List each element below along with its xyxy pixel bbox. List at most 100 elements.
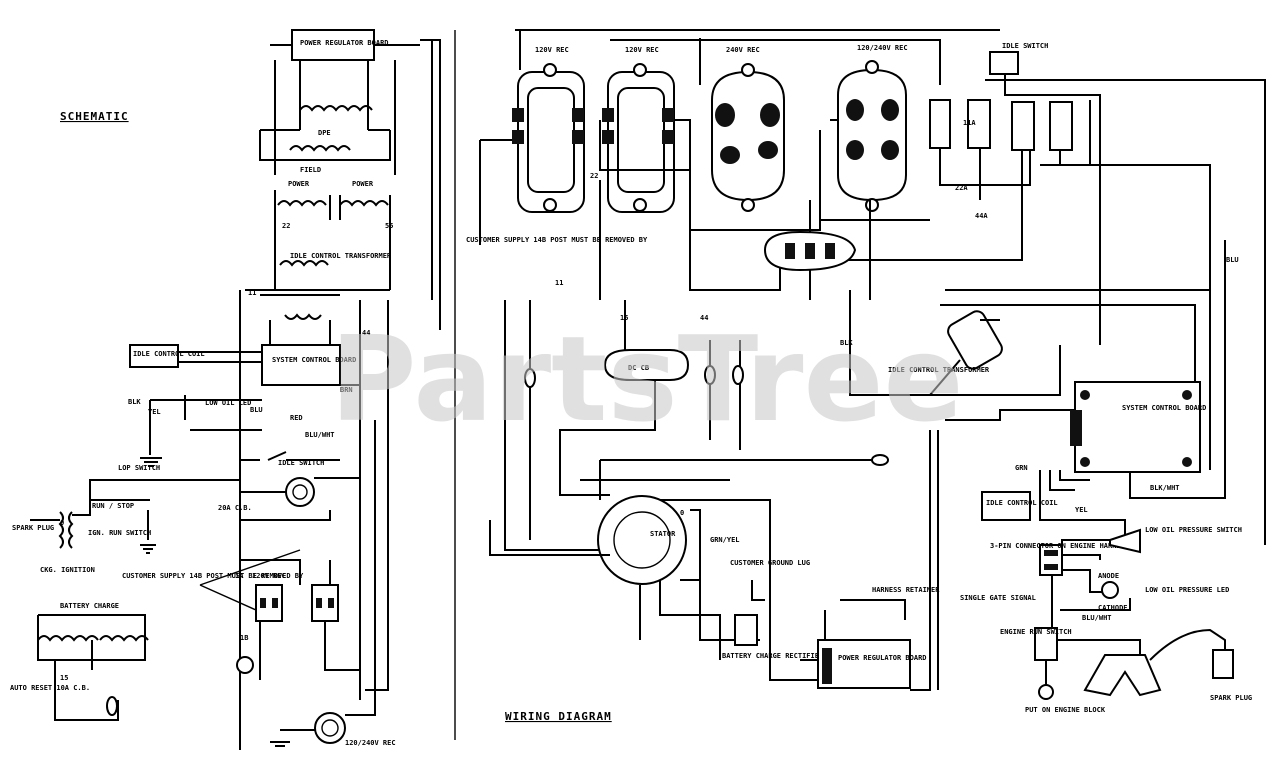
ign-run-switch-label: IGN. RUN SWITCH: [88, 529, 151, 537]
schematic-wire-label-13: RED: [290, 414, 303, 422]
wiring-wire-label-14: BLK/WHT: [1150, 484, 1180, 492]
idle-control-coil-label: IDLE CONTROL COIL: [133, 350, 205, 358]
battery-charge-label: BATTERY CHARGE: [60, 602, 119, 610]
cathode-label: CATHODE: [1098, 604, 1128, 612]
receptacle-2-label: 120V REC: [625, 46, 659, 54]
schematic-receptacle-a: [255, 584, 283, 622]
idle-control-coil-schematic: [129, 344, 179, 368]
low-oil-pressure-led-label: LOW OIL PRESSURE LED: [1145, 586, 1229, 594]
wiring-wire-label-7: 15: [620, 314, 628, 322]
receptacle-1: 120V REC: [512, 46, 585, 213]
schematic-wire-label-10: BRN: [340, 386, 353, 394]
wiring-wire-label-1: 22: [590, 172, 598, 180]
power-winding-2-label: POWER: [352, 180, 374, 188]
idle-control-coil-wiring-label: IDLE CONTROL COIL: [986, 499, 1058, 507]
low-oil-pressure-switch: [1109, 528, 1141, 554]
low-oil-led-label: LOW OIL LED: [205, 399, 251, 407]
schematic-wire-label-2: 44: [362, 329, 370, 337]
system-control-board-wiring: SYSTEM CONTROL BOARD: [1039, 240, 1226, 540]
stator: STATOR: [489, 300, 889, 681]
breaker-circle: [236, 656, 254, 674]
schematic-receptacle-120-label: 120V REC: [252, 572, 286, 580]
breaker-20a-label: 20A C.B.: [218, 504, 252, 512]
wiring-wire-label-2: 44: [700, 314, 708, 322]
wiring-wire-label-5: 44A: [975, 212, 988, 220]
wiring-title: WIRING DIAGRAM: [505, 710, 612, 723]
receptacle-4: 120/240V REC: [837, 44, 908, 212]
low-oil-pressure-switch-label: LOW OIL PRESSURE SWITCH: [1145, 526, 1242, 534]
wiring-wire-label-13: BLU/WHT: [1082, 614, 1112, 622]
harness-retainer-label: HARNESS RETAINER: [872, 586, 940, 594]
wiring-diagram: WIRING DIAGRAM 120V REC 120V REC 240V RE…: [466, 29, 1266, 723]
single-gate-signal-label: SINGLE GATE SIGNAL: [960, 594, 1036, 602]
power-regulator-board-label: POWER REGULATOR BOARD: [300, 39, 389, 47]
auto-reset-label: AUTO RESET 10A C.B.: [10, 684, 90, 692]
battery-charge-rectifier-label: BATTERY CHARGE RECTIFIER: [722, 652, 824, 660]
ignition-label: CKG. IGNITION: [40, 566, 95, 574]
run-stop-label: RUN / STOP: [92, 502, 134, 510]
receptacle-3: 240V REC: [711, 46, 785, 212]
schematic-customer-note: CUSTOMER SUPPLY 14B POST MUST BE REMOVED…: [122, 572, 304, 580]
wiring-wire-label-3: 11A: [963, 119, 976, 127]
schematic: SCHEMATIC POWER REGULATOR BOARD DPE FIEL…: [10, 29, 441, 750]
idle-switch-body: [989, 51, 1019, 75]
system-control-board-schematic: [261, 344, 341, 386]
schematic-wire-label-0: 11: [248, 289, 256, 297]
idle-control-coil-wiring: [981, 491, 1031, 521]
wiring-wire-label-8: BLK: [840, 339, 853, 347]
idle-control-transformer: IDLE CONTROL TRANSFORMER: [849, 289, 1210, 470]
field-label: FIELD: [300, 166, 321, 174]
receptacle-2: 120V REC: [602, 46, 675, 213]
diode-symbol: [106, 696, 118, 716]
battery-charge-rectifier: [734, 614, 758, 646]
spark-plug-label: SPARK PLUG: [12, 524, 54, 532]
wiring-wire-label-12: GRN/YEL: [710, 536, 740, 544]
schematic-wire-label-5: 15: [60, 674, 68, 682]
power-regulator-board-wiring: POWER REGULATOR BOARD: [800, 409, 1080, 691]
wiring-wire-label-4: 22A: [955, 184, 968, 192]
terminal-block: [763, 230, 857, 272]
power-winding-1-label: POWER: [288, 180, 310, 188]
schematic-title: SCHEMATIC: [60, 110, 129, 123]
stator-label: STATOR: [650, 530, 676, 538]
schematic-wire-label-8: BLK: [128, 398, 141, 406]
wiring-wire-label-9: BLU: [1226, 256, 1239, 264]
ignition-coil: [1083, 654, 1162, 697]
watermark: PartsTree: [330, 310, 964, 448]
spark-plug-wiring-label: SPARK PLUG: [1210, 694, 1252, 702]
idle-control-transformer-wiring-label: IDLE CONTROL TRANSFORMER: [888, 366, 990, 374]
wiring-customer-note: CUSTOMER SUPPLY 14B POST MUST BE REMOVED…: [466, 236, 648, 244]
engine-run-switch-label: ENGINE RUN SWITCH: [1000, 628, 1072, 636]
spark-plug-boot: [1212, 649, 1234, 679]
schematic-wire-label-6: 1A: [235, 572, 244, 580]
power-regulator-board-wiring-label: POWER REGULATOR BOARD: [838, 654, 927, 662]
schematic-wire-label-3: 55: [385, 222, 393, 230]
dpe-label: DPE: [318, 129, 331, 137]
receptacle-1-label: 120V REC: [535, 46, 569, 54]
customer-ground-lug-label: CUSTOMER GROUND LUG: [730, 559, 810, 567]
schematic-wire-label-9: YEL: [148, 408, 161, 416]
engine-block-label: PUT ON ENGINE BLOCK: [1025, 706, 1106, 714]
schematic-receptacle-b: [311, 584, 339, 622]
receptacle-3-label: 240V REC: [726, 46, 760, 54]
three-pin-connector-label: 3-PIN CONNECTOR ON ENGINE HARNESS: [990, 542, 1129, 550]
wiring-wire-label-6: 0: [680, 509, 684, 517]
schematic-wire-label-7: 1B: [240, 634, 248, 642]
wiring-wire-label-10: YEL: [1075, 506, 1088, 514]
receptacle-4-label: 120/240V REC: [857, 44, 908, 52]
idle-switch-label: IDLE SWITCH: [1002, 42, 1048, 50]
wiring-wire-label-11: GRN: [1015, 464, 1028, 472]
lop-switch-label: LOP SWITCH: [118, 464, 160, 472]
schematic-receptacle-120-240-label: 120/240V REC: [345, 739, 396, 747]
schematic-wire-label-4: 0: [60, 519, 64, 527]
dc-circuit-breaker: DC CB: [524, 300, 744, 540]
wiring-wire-label-0: 11: [555, 279, 563, 287]
low-oil-pressure-led: [1101, 581, 1119, 599]
idle-control-transformer-label: IDLE CONTROL TRANSFORMER: [290, 252, 392, 260]
dc-cb-label: DC CB: [628, 364, 649, 372]
breaker-group-top-right: IDLE SWITCH: [929, 42, 1101, 345]
anode-label: ANODE: [1098, 572, 1119, 580]
receptacle-circle-upper: [285, 477, 315, 507]
